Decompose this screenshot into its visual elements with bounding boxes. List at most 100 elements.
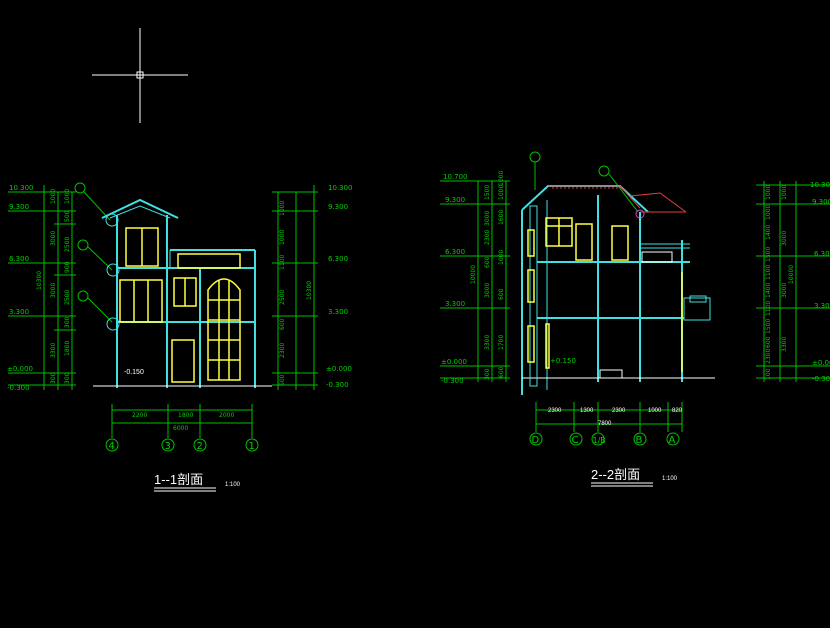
s2-dim-li-8: 1700: [498, 335, 505, 350]
section2-title: 2--2剖面: [591, 467, 640, 482]
s2-dim-ro-3: 3300: [781, 337, 788, 352]
s2-level-l-1: 9.300: [445, 196, 465, 204]
s2-level-r-2: 6.30: [814, 250, 830, 258]
s2-level-l-0: 10.700: [443, 173, 468, 181]
section1-bottom-dims: 2200 1800 2000 6000 4 3 2 1: [105, 404, 259, 452]
s1-dim-li-3: 900: [64, 261, 71, 273]
s1-dim-li-2: 2500: [64, 237, 71, 252]
s2-dim-ro-2: 3000: [781, 283, 788, 298]
s1-dim-ri-1: 1000: [279, 230, 286, 245]
s2-dim-ri-2: 1400: [765, 225, 772, 240]
s1-level-l-1: 9.300: [9, 203, 29, 211]
s1-bot-total: 6000: [173, 425, 188, 432]
s2-dim-ri-5: 1400: [765, 283, 772, 298]
s1-floor-label: -0.150: [124, 369, 144, 376]
section2-dim-columns-right: 1000 1000 1400 1500 1100 1400 1100 1500 …: [756, 181, 830, 383]
s1-total-left: 10300: [36, 271, 43, 290]
s1-bot-dim-2: 2000: [219, 412, 234, 419]
s1-axis-2: 2: [197, 441, 203, 452]
s2-axis-0: D: [532, 435, 540, 446]
s1-dim-lo-2: 3000: [50, 283, 57, 298]
s2-dim-lo-1: 3000: [484, 211, 491, 226]
s1-dim-li-4: 2500: [64, 290, 71, 305]
s2-dim-li-7: 3300: [484, 335, 491, 350]
s1-dim-li-5: 300: [64, 316, 71, 328]
s1-dim-lo-1: 3000: [50, 231, 57, 246]
s2-bot-dim-1: 1300: [580, 408, 594, 414]
section1-title: 1--1剖面: [154, 472, 203, 487]
s2-dim-ri-3: 1500: [765, 247, 772, 262]
section1-leader-circles: [74, 182, 120, 331]
s2-dim-ro-1: 3000: [781, 231, 788, 246]
s1-dim-ri-0: 1000: [279, 201, 286, 216]
s2-dim-li-4: 600: [484, 256, 491, 268]
s2-dim-li-5: 1000: [498, 250, 505, 265]
s1-level-l-5: -0.300: [7, 384, 30, 392]
s2-dim-li-0: 1500: [484, 185, 491, 200]
s2-dim-li-1: 1000: [498, 185, 505, 200]
s1-dim-ri-2: 1100: [279, 255, 286, 270]
s1-axis-0: 4: [109, 441, 115, 452]
s2-bot-dim-0: 2300: [548, 408, 562, 414]
s2-level-r-3: 3.30: [814, 302, 830, 310]
s2-dim-lo-2: 3000: [484, 283, 491, 298]
s2-dim-li-10: 300: [484, 368, 491, 380]
s1-axis-3: 1: [249, 441, 255, 452]
s2-dim-ro-0: 1000: [781, 185, 788, 200]
section2-scale: 1:100: [662, 476, 678, 482]
s1-level-l-0: 10.300: [9, 184, 34, 192]
s1-dim-li-1: 500: [64, 210, 71, 222]
section-2-2: 10.700 9.300 6.300 3.300 ±0.000 -0.300 1…: [440, 151, 830, 487]
s2-axis-2: 1/B: [593, 436, 606, 445]
s2-floor-label: +0.150: [550, 357, 576, 365]
section1-dim-columns-right: 1000 1000 1100 2500 600 2300 600 10300 1…: [272, 184, 353, 390]
section2-dim-columns-left: 10000 1500 2300 600 3000 3300 300 1000 1…: [470, 171, 510, 382]
s2-axis-1: C: [572, 435, 579, 446]
s1-dim-li-8: 300: [64, 372, 71, 384]
s2-dim-li-2: 2300: [484, 230, 491, 245]
s1-dim-lo-3: 3300: [50, 343, 57, 358]
s1-level-r-4: ±0.000: [326, 365, 352, 373]
s2-bot-dim-2: 2300: [612, 408, 626, 414]
section1-building: -0.150: [93, 198, 272, 388]
s1-level-l-3: 3.300: [9, 308, 29, 316]
s1-bot-dim-1: 1800: [178, 412, 193, 419]
s1-level-r-2: 6.300: [328, 255, 348, 263]
s1-bot-dim-0: 2200: [132, 412, 147, 419]
s2-dim-ri-10: 100: [765, 368, 772, 380]
s1-level-r-1: 9.300: [328, 203, 348, 211]
s1-dim-ro-0: 10300: [306, 281, 313, 300]
s2-level-l-3: 3.300: [445, 300, 465, 308]
s1-level-l-4: ±0.000: [7, 365, 33, 373]
s2-level-r-5: -0.30: [812, 375, 830, 383]
section2-bottom-dims: 2300 1300 2300 1000 820 7800 D C 1/B B A: [529, 402, 683, 446]
s1-level-r-5: -0.300: [326, 381, 349, 389]
s1-dim-lo-0: 1000: [50, 189, 57, 204]
s2-dim-li-3: 1600: [498, 210, 505, 225]
s2-level-l-4: ±0.000: [441, 358, 467, 366]
s1-axis-1: 3: [165, 441, 171, 452]
section1-scale: 1:100: [225, 482, 241, 488]
s2-level-l-5: -0.300: [441, 377, 464, 385]
s1-dim-ri-4: 600: [279, 318, 286, 330]
s2-dim-ri-1: 1000: [765, 205, 772, 220]
s2-bot-total: 7800: [598, 421, 612, 427]
s2-bot-dim-3: 1000: [648, 408, 662, 414]
section2-level-marks-left: 10.700 9.300 6.300 3.300 ±0.000 -0.300: [440, 173, 490, 385]
s2-dim-ri-6: 1100: [765, 301, 772, 316]
crosshair-cursor-icon: [92, 28, 188, 123]
s2-dim-li-11: 1000: [498, 171, 505, 186]
s2-axis-3: B: [636, 435, 643, 446]
s2-level-r-4: ±0.00: [812, 359, 830, 367]
section1-dim-columns-left: 10300 1000 3000 3000 3300 1000 500 2500 …: [36, 185, 76, 390]
section2-building: +0.150: [521, 151, 715, 395]
s1-level-r-3: 3.300: [328, 308, 348, 316]
section-1-1: 10.300 9.300 6.300 3.300 ±0.000 -0.300 1…: [7, 182, 353, 492]
s2-dim-li-6: 600: [498, 288, 505, 300]
s1-dim-ri-5: 2300: [279, 343, 286, 358]
s2-bot-dim-4: 820: [672, 408, 683, 414]
s2-axis-4: A: [669, 435, 676, 446]
s2-dim-ri-8: 600: [765, 336, 772, 348]
s2-dim-ri-4: 1100: [765, 265, 772, 280]
